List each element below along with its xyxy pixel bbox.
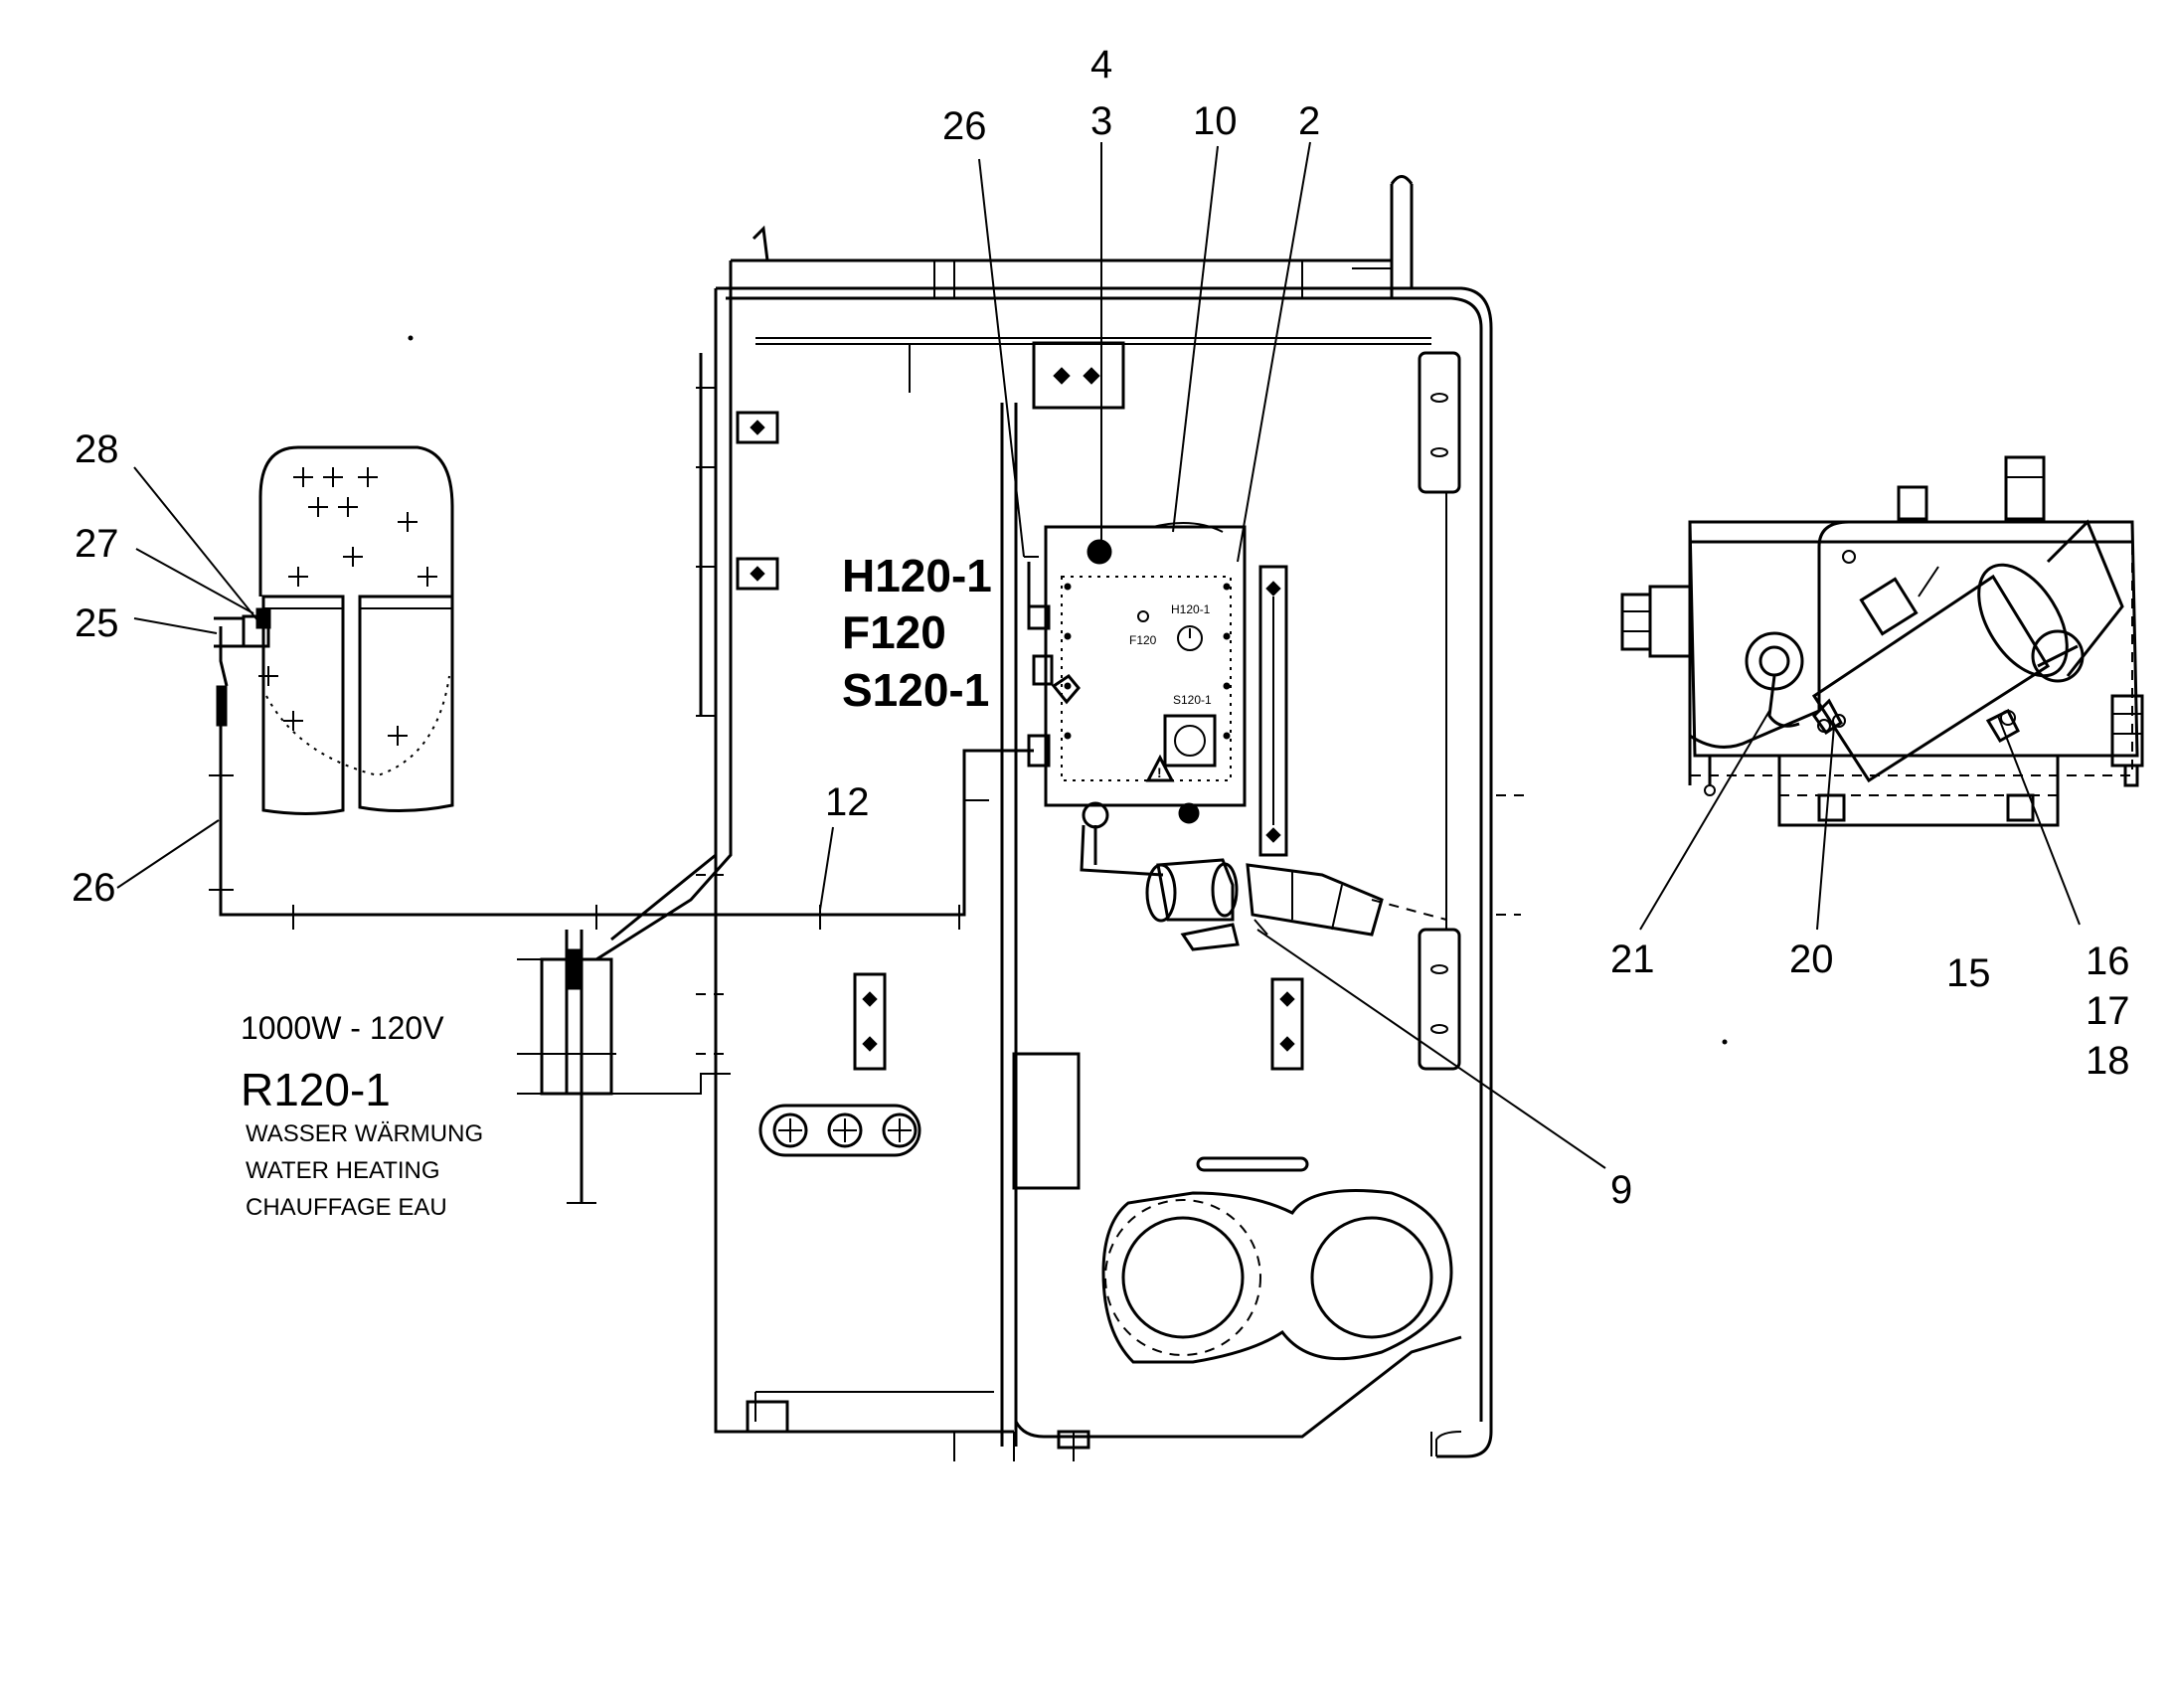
callout-17: 17 [2086,989,2130,1033]
callout-16: 16 [2086,939,2130,983]
detail-view [1620,455,2144,827]
callout-26-left: 26 [72,866,116,910]
control-box: F120 H120-1 S120-1 ! [1027,522,1447,951]
label-s120: S120-1 [842,664,989,716]
label-h120: H120-1 [842,550,992,601]
heater-line-en: WATER HEATING [246,1157,440,1184]
heater-rating: 1000W - 120V [241,1010,444,1046]
water-tank [209,445,586,917]
callout-25: 25 [75,601,119,645]
panel-label-f120: F120 [1129,633,1157,647]
heater-designation: R120-1 [241,1064,391,1115]
heater-line-de: WASSER WÄRMUNG [246,1120,483,1147]
leader-lines [116,141,2081,1169]
callout-9: 9 [1610,1168,1632,1212]
callout-4: 4 [1090,43,1112,86]
callout-28: 28 [75,427,119,471]
callout-3: 3 [1090,99,1112,143]
warning-icon: ! [1157,765,1162,780]
panel-label-h120: H120-1 [1171,602,1211,616]
label-f120: F120 [842,606,946,658]
callout-12: 12 [825,780,870,824]
heater-line-fr: CHAUFFAGE EAU [246,1194,447,1221]
callout-21: 21 [1610,938,1655,981]
panel-label-s120: S120-1 [1173,693,1212,707]
callout-2: 2 [1298,99,1320,143]
heater-text-block: 1000W - 120V R120-1 WASSER WÄRMUNG WATER… [241,1010,483,1221]
callout-15: 15 [1946,951,1991,995]
callout-26-top: 26 [942,104,987,148]
callout-20: 20 [1789,938,1834,981]
main-cabinet [595,175,1493,1461]
callout-18: 18 [2086,1039,2130,1083]
callout-10: 10 [1193,99,1238,143]
wiring [292,556,1526,1204]
callout-27: 27 [75,522,119,566]
